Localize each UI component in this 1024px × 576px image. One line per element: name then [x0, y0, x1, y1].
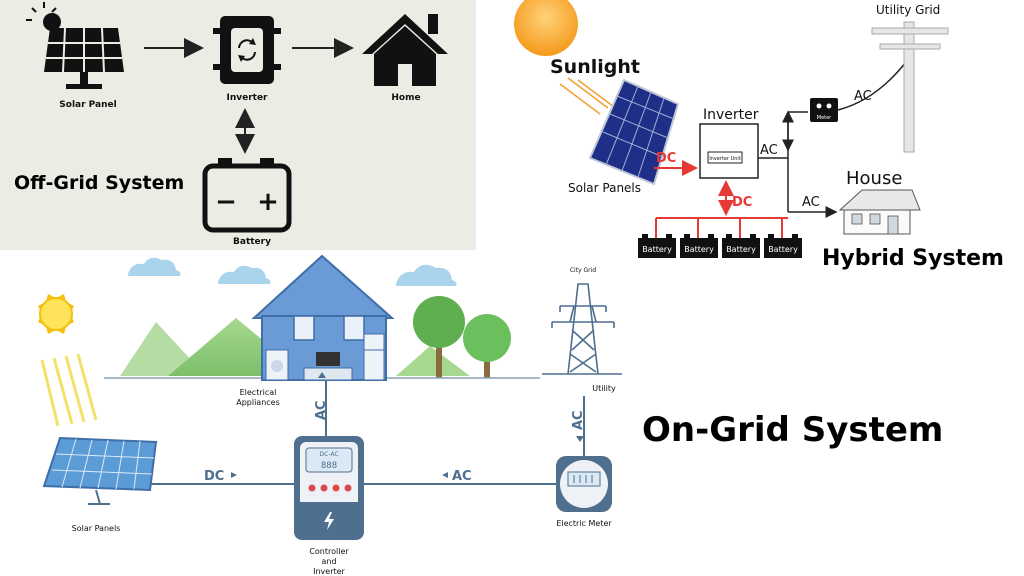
battery-icon-2 — [680, 234, 718, 258]
blue-house-icon — [251, 254, 395, 381]
dc-label: DC — [204, 469, 224, 484]
hybrid-panel: Sunlight Solar Panels DC Inverter — [476, 0, 1024, 290]
ac-label-inverter: AC — [760, 143, 778, 158]
ac-label-house: AC — [314, 400, 329, 420]
tree-icons — [413, 296, 511, 378]
off-grid-title: Off-Grid System — [14, 172, 185, 194]
hybrid-diagram: Sunlight Solar Panels DC Inverter — [514, 0, 949, 258]
house-label: House — [846, 168, 902, 189]
inverter-box-text: Inverter Unit — [709, 156, 741, 162]
hybrid-title: Hybrid System — [822, 246, 1004, 271]
electric-meter-icon — [556, 456, 612, 512]
ac-label-meter: AC — [452, 469, 472, 484]
inverter-icon — [213, 16, 281, 84]
solar-panels-label: Solar Panels — [72, 524, 121, 533]
inverter-label: Inverter — [226, 93, 268, 103]
sun-icon — [38, 294, 74, 334]
battery-label-3: Battery — [726, 245, 756, 254]
utility-pole-icon — [871, 21, 949, 153]
utility-label: Utility — [592, 384, 616, 393]
sun-icon — [514, 0, 578, 56]
controller-display-title: DC-AC — [319, 451, 338, 458]
controller-display-digits: 888 — [321, 461, 337, 471]
on-grid-title: On-Grid System — [642, 410, 944, 450]
ac-label-grid: AC — [854, 89, 872, 104]
home-icon — [362, 14, 448, 86]
utility-grid-label: Utility Grid — [876, 3, 940, 17]
meter-to-grid-line — [837, 61, 907, 111]
sun-rays — [40, 353, 98, 427]
battery-label-2: Battery — [684, 245, 714, 254]
appliances-label-line1: Electrical — [240, 388, 277, 397]
appliances-label-line2: Appliances — [236, 398, 280, 407]
cloud-icons — [128, 257, 457, 286]
dc-label-panel: DC — [656, 151, 676, 166]
battery-label-4: Battery — [768, 245, 798, 254]
meter-label: Meter — [817, 115, 832, 121]
controller-label-line1: Controller — [309, 547, 349, 556]
ac-meter-direction-arrow — [442, 472, 448, 478]
controller-label-line3: Inverter — [313, 567, 345, 576]
house-icon — [838, 189, 921, 235]
sunlight-rays — [559, 77, 619, 115]
off-grid-panel: Solar Panel Inverter Home — [0, 0, 476, 250]
ac-grid-direction-arrow — [576, 436, 584, 442]
solar-panels-icon — [588, 78, 680, 186]
battery-label: Battery — [233, 237, 271, 247]
ac-house-direction-arrow — [318, 372, 326, 378]
battery-plus-sign: + — [257, 187, 279, 217]
battery-icon — [202, 158, 292, 233]
electric-meter-label: Electric Meter — [556, 519, 612, 528]
lightning-icon — [324, 512, 334, 530]
city-grid-label: City Grid — [570, 267, 596, 274]
home-label: Home — [391, 93, 420, 103]
solar-panel-label: Solar Panel — [59, 100, 116, 110]
transmission-tower-icon — [542, 283, 622, 375]
ac-label-grid: AC — [571, 410, 586, 430]
battery-minus-sign: − — [215, 187, 237, 217]
inverter-label: Inverter — [703, 107, 759, 123]
dc-label-battery: DC — [732, 195, 752, 210]
battery-bank — [638, 234, 802, 258]
controller-label-line2: and — [321, 557, 336, 566]
battery-icon-1 — [638, 234, 676, 258]
battery-icon-4 — [764, 234, 802, 258]
solar-panels-icon — [42, 436, 158, 505]
on-grid-diagram: Electrical Appliances — [38, 254, 622, 576]
dc-direction-arrow — [231, 472, 237, 478]
ac-label-house: AC — [802, 195, 820, 210]
battery-icon-3 — [722, 234, 760, 258]
sunlight-label: Sunlight — [550, 56, 640, 78]
solar-panel-icon — [26, 2, 124, 89]
battery-drops — [655, 218, 783, 238]
on-grid-panel: Electrical Appliances — [0, 250, 1024, 576]
off-grid-diagram: Solar Panel Inverter Home — [26, 2, 448, 247]
solar-panels-label: Solar Panels — [568, 181, 641, 195]
meter-icon — [810, 98, 838, 122]
inverter-box — [699, 123, 759, 179]
battery-label-1: Battery — [642, 245, 672, 254]
